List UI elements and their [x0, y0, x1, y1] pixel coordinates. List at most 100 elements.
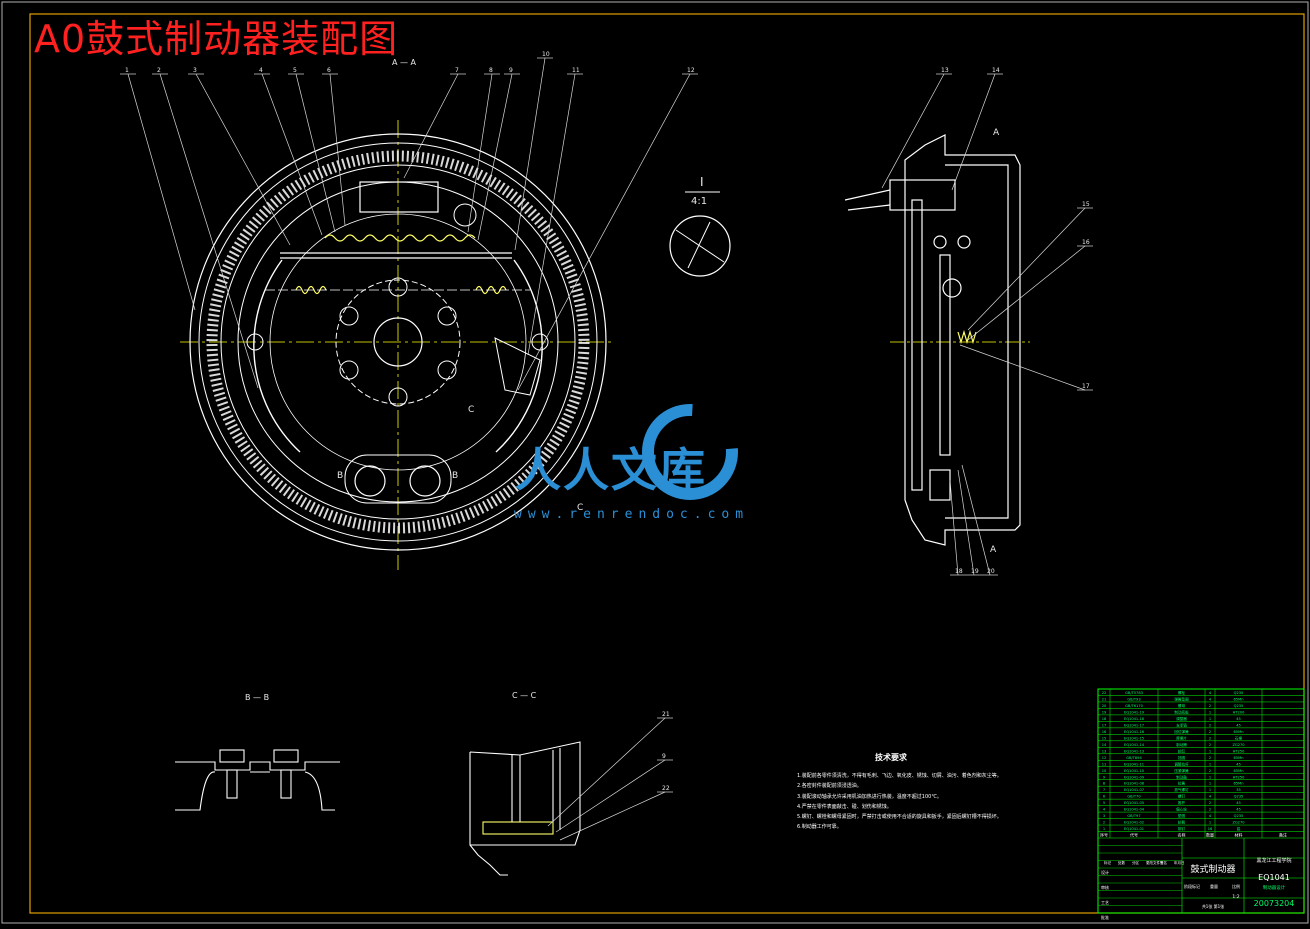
bom-cell: 45 — [1236, 808, 1241, 812]
bom-cell: EQ1041-05 — [1124, 801, 1144, 805]
marker-b-right: B — [452, 471, 458, 481]
bom-cell: 65Mn — [1234, 730, 1244, 734]
main-leader-line — [403, 73, 459, 179]
bom-cell: Q235 — [1234, 704, 1244, 708]
watermark-circle-icon — [642, 404, 738, 500]
cc-section — [469, 741, 581, 876]
tech-requirement-item: 4.严禁在零件表面敲击、碰、划伤和锈蚀。 — [797, 803, 892, 810]
tb-drawing-name: 鼓式制动器 — [1190, 863, 1235, 875]
bom-cell: GB/T70 — [1127, 795, 1141, 799]
bom-cell: Q235 — [1234, 691, 1244, 695]
side-leader-label: 14 — [992, 67, 1000, 74]
bom-cell: 铝 — [1237, 826, 1241, 831]
main-leader-line — [514, 57, 546, 251]
bom-cell: 45 — [1236, 717, 1241, 721]
main-leader-line — [527, 73, 576, 356]
backplate-section — [911, 199, 923, 491]
bom-cell: 6 — [1103, 795, 1106, 799]
bom-cell: EQ1041-19 — [1124, 710, 1145, 714]
main-leader-label: 10 — [542, 51, 550, 58]
bom-cell: HT200 — [1233, 710, 1245, 714]
main-leader-label: 12 — [687, 67, 695, 74]
cc-leader-line — [555, 759, 666, 833]
bom-cell: 回位弹簧 — [1174, 729, 1189, 734]
bom-cell: EQ1041-09 — [1124, 775, 1145, 779]
main-view — [180, 120, 612, 570]
marker-c-bottom: C — [577, 503, 583, 513]
hose-2 — [847, 204, 891, 211]
main-leader-line — [195, 73, 291, 246]
side-leader-line — [949, 479, 959, 576]
main-leader-label: 3 — [193, 67, 197, 74]
bom-cell: 21 — [1102, 698, 1107, 702]
bom-cell: EQ1041-16 — [1124, 730, 1145, 734]
bom-cell: 拉簧 — [1178, 781, 1186, 786]
bom-cell: EQ1041-14 — [1124, 743, 1145, 747]
detail-i-scale: 4:1 — [691, 196, 707, 207]
brake-shoe-left — [253, 259, 301, 453]
bleed-screw — [453, 203, 477, 227]
bom-cell: 1 — [1209, 717, 1211, 721]
bom-header-cell: 数量 — [1206, 832, 1214, 838]
bom-cell: 4 — [1209, 691, 1212, 695]
bom-cell: 挡圈 — [1178, 755, 1186, 760]
main-leader-label: 6 — [327, 67, 331, 74]
section-b-b-label: B — B — [245, 693, 269, 702]
side-marker-a-top: A — [993, 128, 1000, 138]
bom-cell: HT250 — [1233, 749, 1245, 753]
bom-cell: 螺母 — [1178, 703, 1186, 708]
bb-stud-right — [280, 769, 292, 799]
bolt-hole-1 — [388, 277, 408, 297]
drum-section — [904, 134, 1021, 546]
bom-cell: 调整器 — [1176, 716, 1187, 721]
bom-cell: 2 — [1209, 730, 1211, 734]
side-leader-line — [967, 207, 1086, 331]
side-leader-line — [967, 245, 1086, 341]
tb-design-cell: 分区 — [1132, 860, 1140, 865]
cc-leader-line — [559, 791, 666, 841]
drum-ring-3 — [220, 164, 576, 520]
anchor-block — [344, 454, 452, 504]
tb-stage-cell: 阶段标记 — [1184, 883, 1200, 889]
bom-header-cell: 名称 — [1178, 832, 1186, 838]
side-leader-label: 16 — [1082, 239, 1090, 246]
drum-ring-2 — [198, 142, 598, 542]
main-leader-label: 7 — [455, 67, 459, 74]
bom-cell: 14 — [1102, 743, 1107, 747]
bom-header-cell: 序号 — [1100, 832, 1108, 838]
upper-spring — [324, 234, 476, 242]
side-leader-line — [957, 469, 975, 576]
bom-header-cell: 备注 — [1279, 832, 1287, 838]
main-leader-label: 1 — [125, 67, 129, 74]
watermark-logo — [642, 404, 738, 500]
bom-cell: 35 — [1236, 788, 1241, 792]
marker-c-top: C — [468, 405, 474, 415]
bom-cell: 15 — [1102, 736, 1107, 740]
main-leader-label: 9 — [509, 67, 513, 74]
cc-leader-line — [547, 717, 666, 827]
bom-cell: EQ1041-10 — [1124, 769, 1145, 773]
cylinder-section — [889, 179, 956, 211]
bom-cell: 8 — [1103, 782, 1106, 786]
shoe-section — [939, 254, 951, 456]
bom-cell: 5 — [1103, 801, 1105, 805]
cc-drum — [469, 741, 581, 876]
tb-subtitle: 制动器设计 — [1263, 884, 1286, 891]
anchor-pin-left — [354, 465, 386, 497]
tech-requirement-item: 1.装配前各零件须清洗，不得有毛刺、飞边、氧化皮、锈蚀、切屑、油污、着色剂和灰尘… — [797, 773, 1002, 779]
bom-cell: 弹簧垫圈 — [1174, 697, 1189, 702]
bom-cell: 7 — [1103, 788, 1105, 792]
adjuster-lever — [494, 337, 541, 396]
bom-cell: 螺钉 — [1178, 794, 1186, 799]
bom-cell: EQ1041-17 — [1124, 723, 1144, 727]
bom-header-cell: 代号 — [1130, 832, 1138, 838]
bom-cell: 轮毂 — [1178, 820, 1186, 825]
tech-requirements-heading: 技术要求 — [875, 753, 907, 762]
main-leader-line — [329, 73, 346, 226]
bom-cell: 偏心轮 — [1176, 807, 1187, 812]
tb-design-cell: 标记 — [1104, 860, 1112, 865]
detail-i-line-1 — [675, 229, 725, 263]
